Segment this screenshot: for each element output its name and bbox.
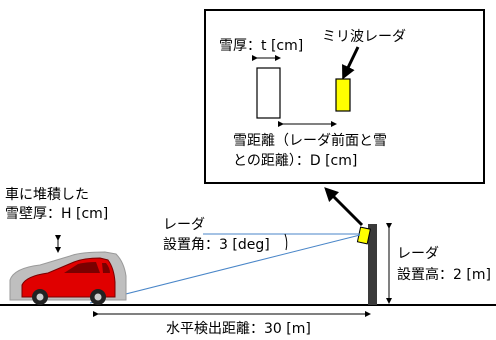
height-label-1: レーダ	[397, 246, 439, 262]
car-window	[64, 262, 100, 273]
snow-block	[256, 67, 281, 119]
snow-distance-label-1: 雪距離（レーダ前面と雪	[233, 133, 387, 149]
car-snow-label-1: 車に堆積した	[5, 187, 89, 203]
car-snow-label-2: 雪壁厚：H [cm]	[5, 206, 109, 222]
beam-line	[89, 234, 361, 304]
zoom-arrow	[324, 187, 364, 227]
horizontal-distance-label: 水平検出距離：30 [m]	[166, 321, 311, 337]
inset-radar	[335, 78, 351, 112]
car-window-rear	[102, 263, 110, 273]
angle-label-1: レーダ	[163, 217, 205, 233]
snow-distance-label-2: との距離）：D [cm]	[233, 153, 358, 169]
car-front-hub	[36, 293, 44, 301]
snow-thickness-label: 雪厚：t [cm]	[219, 38, 304, 54]
radar-name-label: ミリ波レーダ	[322, 29, 406, 45]
radar-pointer-arrow	[342, 46, 360, 80]
angle-arc	[284, 233, 288, 251]
angle-label-2: 設置角：3 [deg]	[163, 237, 270, 253]
height-label-2: 設置高：2 [m]	[397, 267, 491, 283]
pole	[368, 224, 377, 305]
car-rear-hub	[94, 293, 102, 301]
